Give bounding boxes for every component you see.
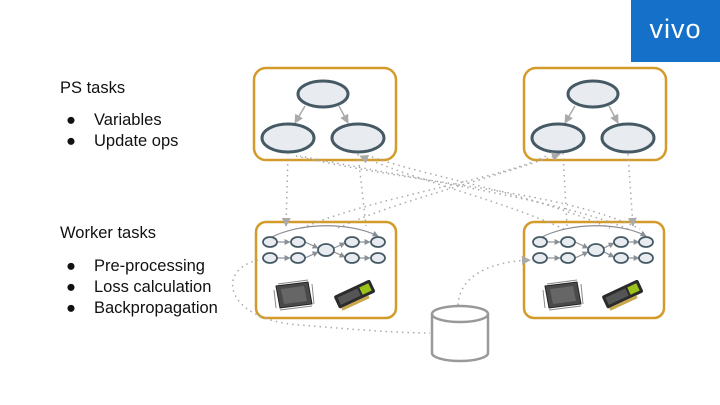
ps-left-root-node xyxy=(296,79,350,109)
bullet-dot-icon: ● xyxy=(66,299,76,317)
logo-text: vivo xyxy=(649,14,702,44)
cpu-chip-icon xyxy=(273,279,315,311)
cpu-chip-icon xyxy=(542,279,584,311)
worker-right-graph xyxy=(532,225,654,264)
ps-box-left xyxy=(252,66,398,162)
ps-bullet-update-ops: ●Update ops xyxy=(66,132,179,150)
bullet-dot-icon: ● xyxy=(66,132,76,150)
ps-tasks-title: PS tasks xyxy=(60,79,126,97)
storage-cylinder-icon xyxy=(430,304,490,363)
worker-bullet-backprop: ●Backpropagation xyxy=(66,299,218,317)
ps-right-child-node xyxy=(600,122,656,154)
ps-tasks-list: ●Variables ●Update ops xyxy=(66,110,178,152)
worker-left-graph xyxy=(262,225,386,264)
ps-worker-connectors xyxy=(281,152,641,230)
ps-left-child-node xyxy=(330,122,386,154)
worker-tasks-title: Worker tasks xyxy=(60,224,156,242)
worker-box-left xyxy=(254,220,398,320)
bullet-dot-icon: ● xyxy=(66,257,76,275)
vivo-logo: vivo xyxy=(631,0,720,62)
worker-bullet-preprocessing: ●Pre-processing xyxy=(66,257,205,275)
ps-right-graph xyxy=(530,79,656,154)
ps-left-graph xyxy=(260,79,386,154)
ps-right-child-node xyxy=(530,122,586,154)
ps-right-root-node xyxy=(566,79,620,109)
worker-bullet-loss: ●Loss calculation xyxy=(66,278,212,296)
gpu-card-icon xyxy=(602,279,644,311)
worker-tasks-list: ●Pre-processing ●Loss calculation ●Backp… xyxy=(66,256,218,319)
gpu-card-icon xyxy=(334,279,376,311)
ps-box-right xyxy=(522,66,668,162)
bullet-dot-icon: ● xyxy=(66,278,76,296)
ps-bullet-variables: ●Variables xyxy=(66,111,162,129)
bullet-dot-icon: ● xyxy=(66,111,76,129)
ps-left-child-node xyxy=(260,122,316,154)
